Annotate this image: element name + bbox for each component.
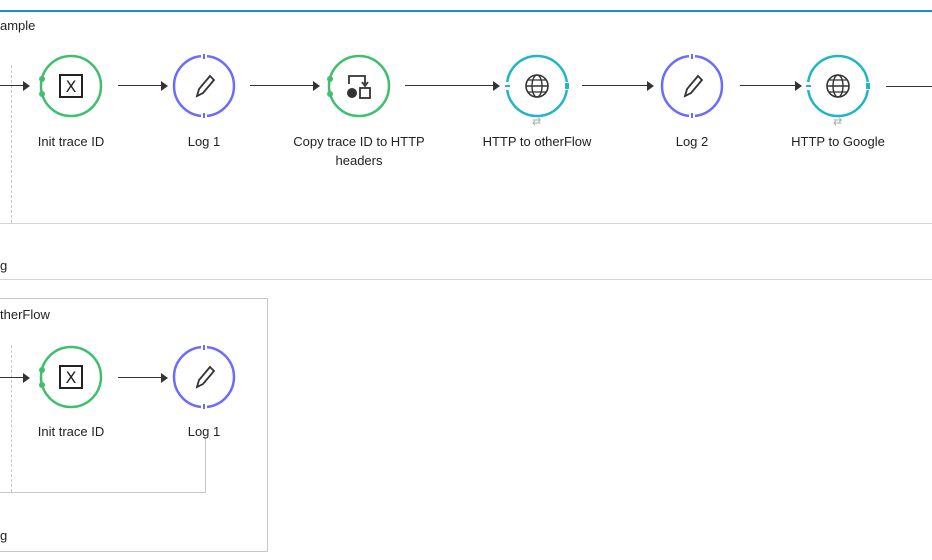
variable-icon: X (39, 54, 103, 118)
flow-2-return-line-bottom (0, 492, 205, 493)
flow-2-node-log-1[interactable] (172, 345, 236, 409)
flow-1-node-http-other-flow[interactable] (505, 54, 569, 118)
flow-1-node-label-1: Init trace ID (37, 134, 105, 149)
flow-1-node-http-google[interactable] (806, 54, 870, 118)
flow-2-arrow-0 (0, 373, 30, 383)
flow-2-title: therFlow (0, 307, 50, 322)
flow-2-container (0, 298, 268, 552)
flow-1-node-label-2: Log 1 (187, 134, 221, 149)
flow-1-arrow-1 (118, 81, 168, 91)
flow-2-node-label-1: Init trace ID (37, 424, 105, 439)
flow-1-arrow-out (886, 86, 932, 87)
flow-1-error-divider (0, 279, 932, 280)
flow-1-arrow-3 (405, 81, 500, 91)
flow-1-node-label-5: Log 2 (675, 134, 709, 149)
pencil-icon (660, 54, 724, 118)
flow-1-node-label-3: Copy trace ID to HTTP headers (293, 134, 425, 168)
pencil-icon (172, 345, 236, 409)
flow-1-arrow-5 (740, 81, 802, 91)
variable-icon: X (39, 345, 103, 409)
flow-1-title: ample (0, 18, 36, 33)
flow-1-node-copy-trace-id[interactable] (327, 54, 391, 118)
flow-1-bottom-divider (0, 223, 932, 224)
flow-1-node-label-4: HTTP to otherFlow (482, 134, 592, 149)
svg-text:X: X (66, 77, 77, 96)
globe-icon (806, 54, 870, 118)
flow-1-node-label-6: HTTP to Google (791, 134, 885, 149)
flow-2-node-label-2: Log 1 (187, 424, 221, 439)
flow-1-node-log-2[interactable] (660, 54, 724, 118)
copy-icon (327, 54, 391, 118)
svg-text:X: X (66, 368, 77, 387)
flow-2-error-handling-label: g (0, 528, 8, 543)
flow-1-node-log-1[interactable] (172, 54, 236, 118)
flow-1-arrow-2 (250, 81, 320, 91)
flow-2-source-line (11, 345, 12, 492)
flow-1-arrow-4 (582, 81, 654, 91)
flow-1-top-border (0, 10, 932, 12)
flow-2-node-init-trace-id[interactable]: X (39, 345, 103, 409)
flow-1-node-6-transport-icon: ⇄ (833, 116, 843, 128)
flow-1-node-init-trace-id[interactable]: X (39, 54, 103, 118)
flow-2-arrow-1 (118, 373, 168, 383)
globe-icon (505, 54, 569, 118)
flow-1-source-line (11, 65, 12, 223)
flow-2-return-line-vertical (205, 437, 206, 493)
flow-1-arrow-0 (0, 81, 30, 91)
flow-1-node-4-transport-icon: ⇄ (532, 116, 542, 128)
pencil-icon (172, 54, 236, 118)
flow-1-error-handling-label: g (0, 258, 8, 273)
